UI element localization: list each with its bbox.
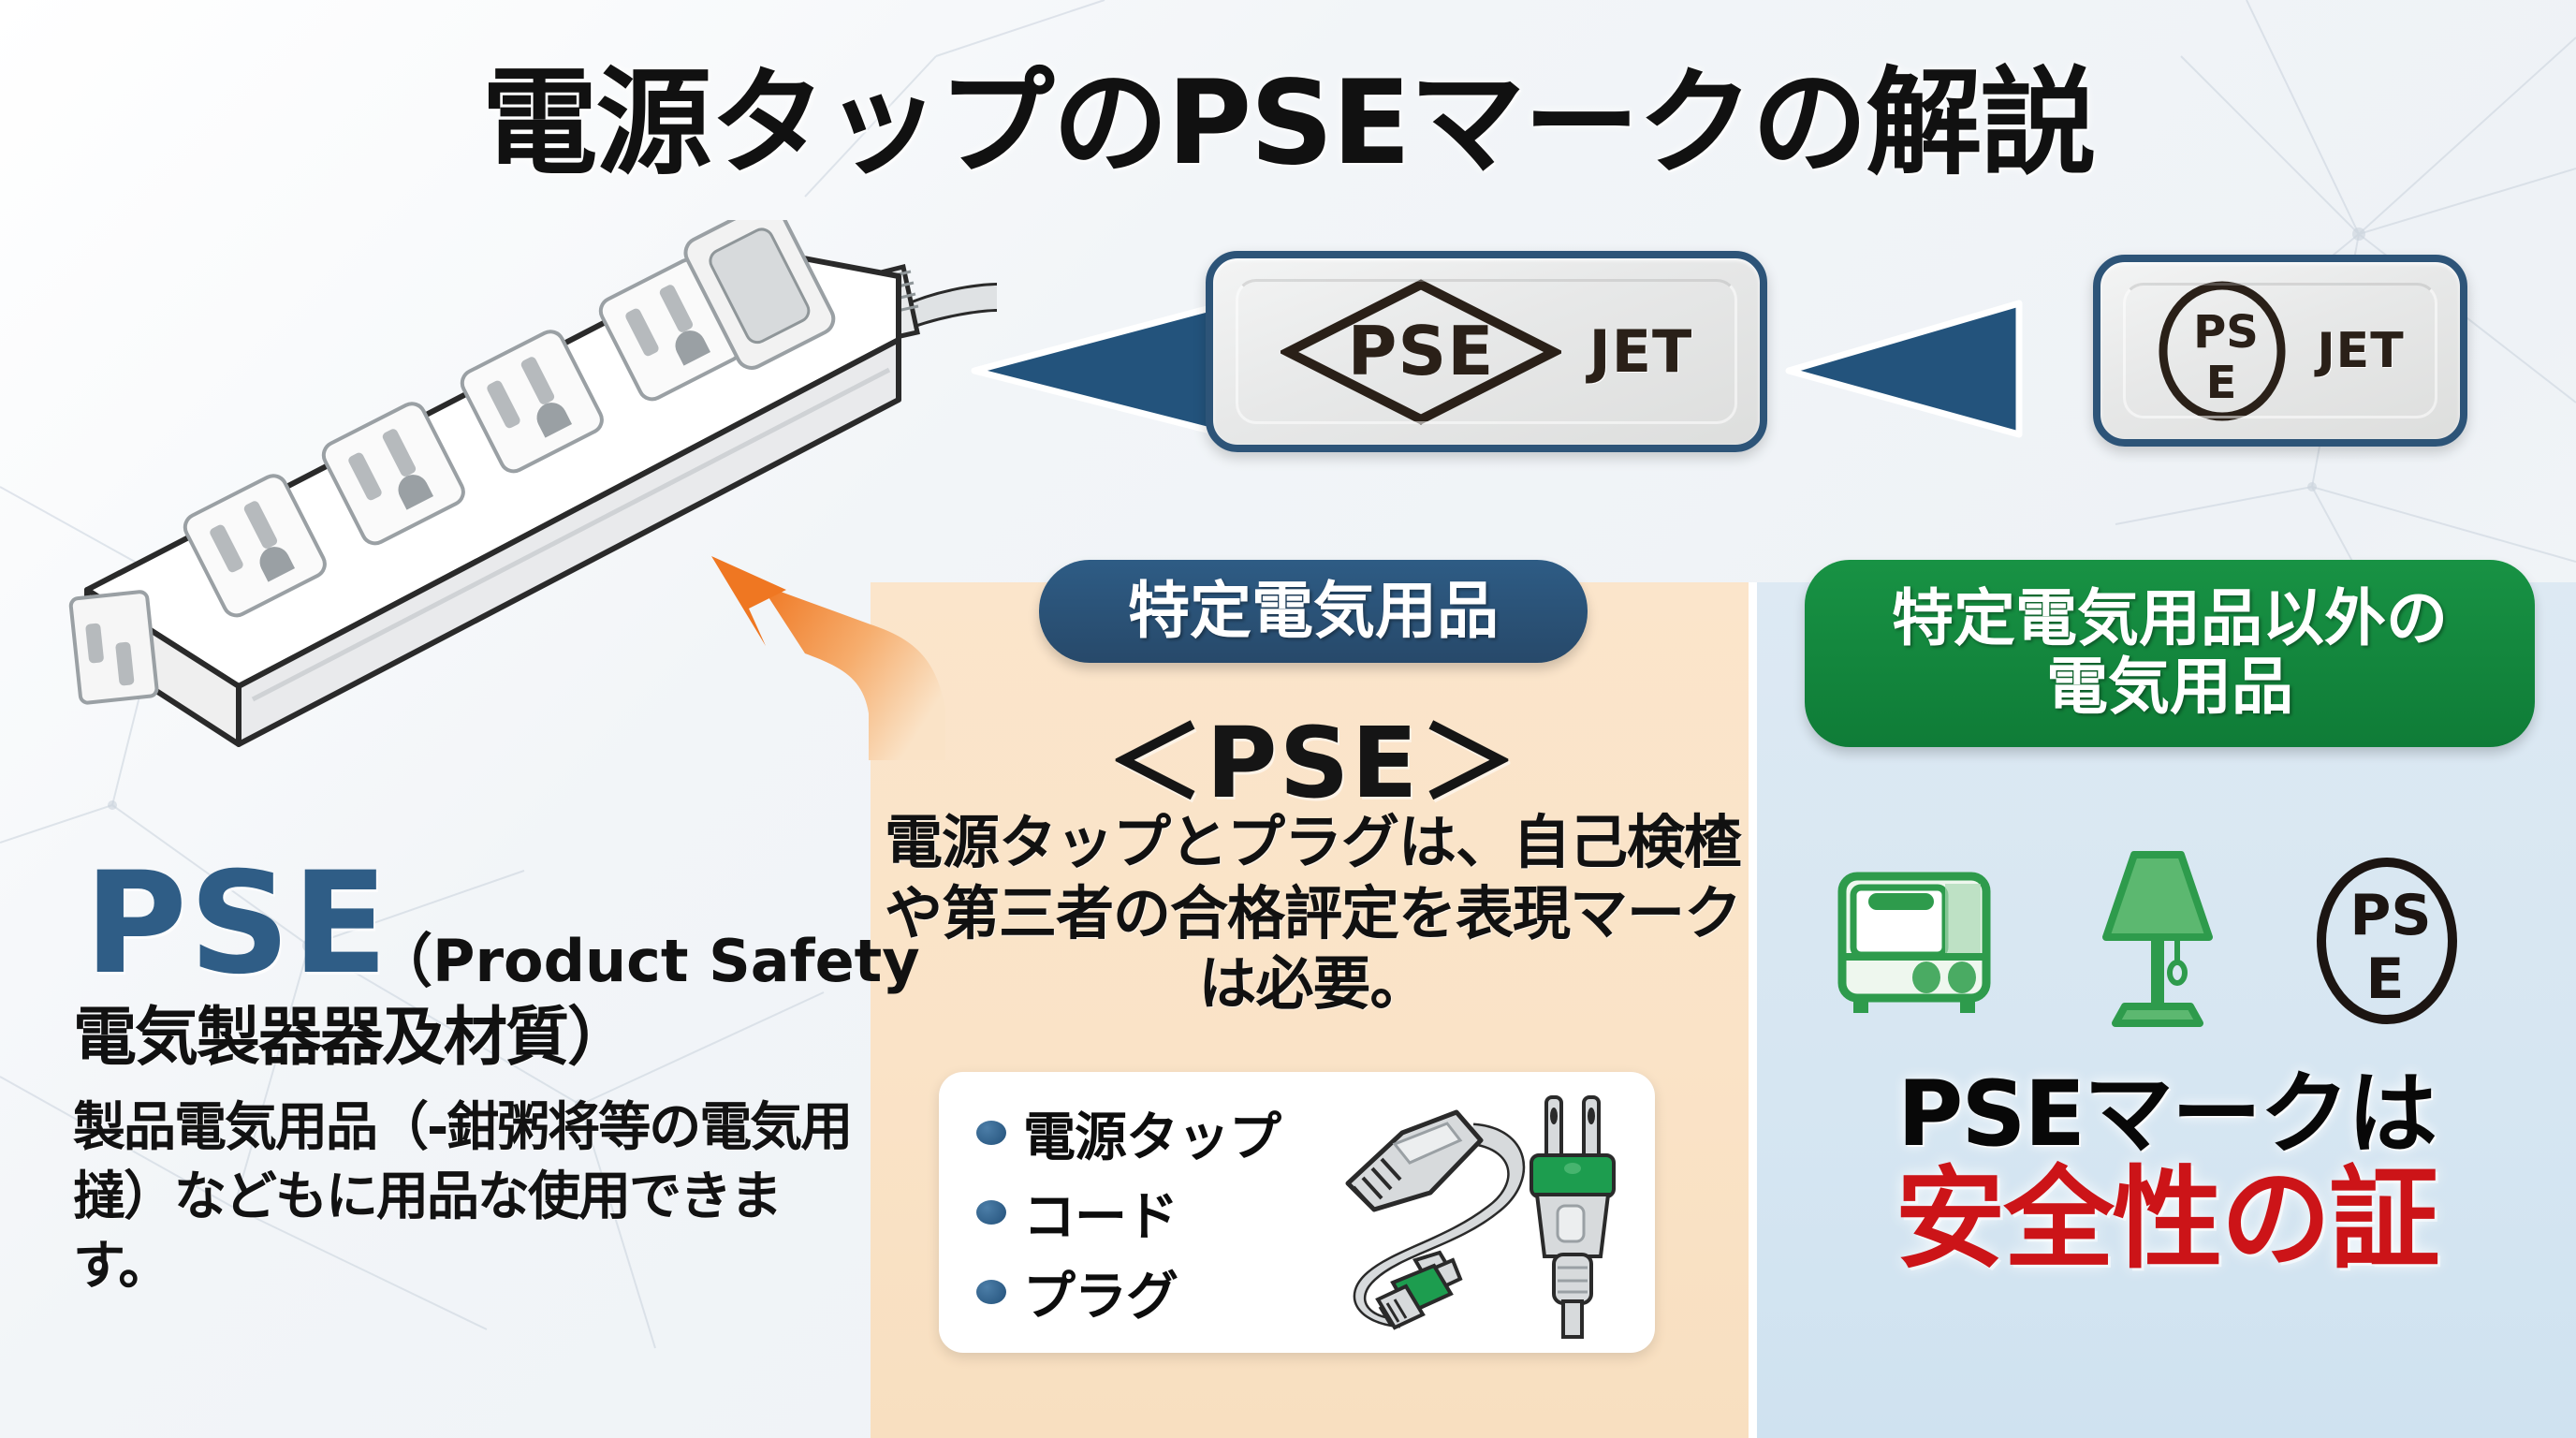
svg-text:E: E: [2206, 357, 2237, 409]
center-description: 電源タップとプラグは、自己検楂や第三者の合格評定を表現マークは必要。: [884, 808, 1742, 1019]
list-item: コード: [976, 1175, 1304, 1251]
pse-jet-circle-badge[interactable]: PS E JET: [2093, 255, 2467, 447]
table-lamp-icon: [2102, 851, 2213, 1027]
bullet-dot-icon: [976, 1200, 1006, 1225]
blue-arrow-to-powerstrip: [971, 303, 1218, 435]
pse-diamond-mark-icon: PSE: [1280, 278, 1561, 425]
jet-org-label: JET: [2317, 322, 2405, 379]
bullet-list: 電源タップ コード プラグ: [939, 1092, 1304, 1334]
bullet-label: コード: [1023, 1186, 1178, 1248]
pse-bracket-mark: ＜PSE＞: [1106, 706, 1519, 820]
bullet-card: 電源タップ コード プラグ: [939, 1072, 1655, 1353]
list-item: プラグ: [976, 1255, 1304, 1330]
pse-acronym: PSE: [84, 843, 390, 1005]
bullet-label: プラグ: [1023, 1266, 1178, 1328]
left-description: 製品電気用品（-鉗粥将等の電気用撻）などもに用品な使用できます。: [73, 1097, 853, 1297]
list-item: 電源タップ: [976, 1095, 1304, 1171]
specified-electrical-appliance-pill: 特定電気用品: [1039, 560, 1588, 663]
slogan-line-1: PSEマークは: [1896, 1062, 2437, 1167]
slogan-line-2: 安全性の証: [1895, 1153, 2439, 1284]
pse-circle-mark-icon: PS E: [2159, 281, 2286, 420]
page-title: 電源タップのPSEマークの解説: [481, 56, 2097, 191]
bullet-dot-icon: [976, 1121, 1006, 1145]
pse-japanese-subtitle: 電気製器器及材質）: [73, 1001, 631, 1075]
appliance-icon-row: PS E: [1807, 824, 2481, 1058]
orange-arrow-to-powerstrip: [711, 556, 945, 760]
safety-slogan: PSEマークは 安全性の証: [1757, 1067, 2576, 1278]
svg-text:PSE: PSE: [1347, 312, 1494, 390]
jet-org-label: JET: [1588, 317, 1693, 386]
non-specified-electrical-appliance-pill: 特定電気用品以外の 電気用品: [1805, 560, 2535, 747]
svg-text:E: E: [2366, 946, 2405, 1012]
pse-english-expansion: （Product Safety: [374, 927, 920, 995]
power-strip-illustration: [68, 220, 997, 747]
pse-jet-diamond-badge[interactable]: PSE JET: [1206, 251, 1767, 452]
toaster-oven-icon: [1837, 872, 1991, 1013]
circle-pse-mark-icon: PS E: [2317, 858, 2457, 1024]
plug-illustration-icon: [1345, 1095, 1616, 1339]
plug-cord-illustration: [1304, 1086, 1655, 1339]
pill-line-1: 特定電気用品以外の: [1892, 582, 2448, 655]
bullet-label: 電源タップ: [1023, 1107, 1281, 1168]
bullet-dot-icon: [976, 1280, 1006, 1304]
svg-text:PS: PS: [2349, 883, 2431, 948]
svg-text:PS: PS: [2193, 306, 2259, 359]
blue-arrow-between-badges: [1785, 300, 2023, 438]
pill-line-2: 電気用品: [2046, 651, 2293, 723]
